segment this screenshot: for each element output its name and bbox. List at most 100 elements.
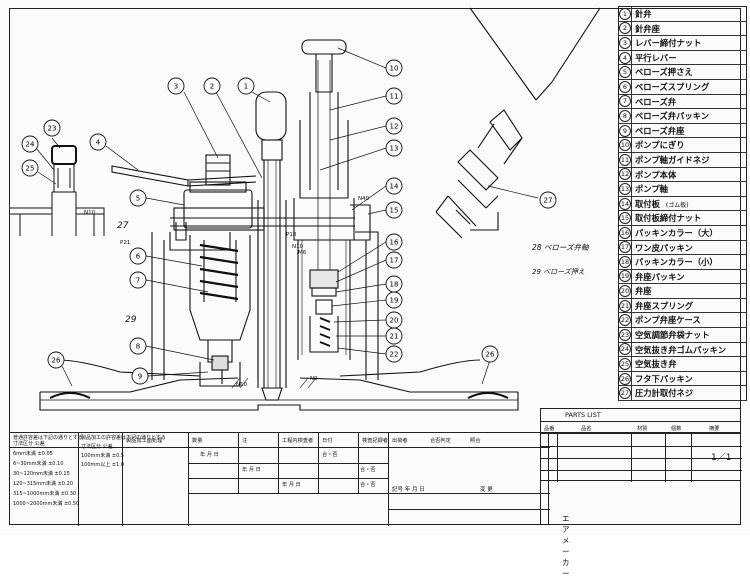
part-number: 10 (619, 139, 631, 152)
part-number: 22 (619, 314, 631, 327)
balloon-number: 21 (390, 333, 399, 341)
part-name: ベローズ押さえ (635, 67, 693, 78)
balloon-circle (47, 351, 65, 369)
part-number: 21 (619, 299, 631, 312)
balloon-circle (129, 189, 147, 207)
title-grid: 1／1 (540, 433, 742, 482)
balloon-number: 4 (96, 139, 101, 147)
pressure-gauge-detail (435, 7, 601, 239)
note-n10-pump: N10 (292, 244, 304, 250)
balloon-circle (385, 233, 403, 251)
assembly-drawing: P21 P18 N10 N10 N40 N10 N9 M6 27 29 28 ベ… (10, 7, 601, 411)
part-name: 取付板(ゴム板) (635, 198, 689, 209)
balloon-circle (539, 191, 557, 209)
part-number-cell: 14 (619, 196, 632, 211)
part-number-cell: 4 (619, 50, 632, 65)
part-number: 4 (619, 51, 631, 64)
part-name: レバー締付ナット (635, 38, 702, 49)
part-number-cell: 18 (619, 255, 632, 269)
part-number: 17 (619, 241, 631, 254)
inspection-header: 製品加工面処理 (126, 438, 163, 444)
inspection-cell: 合・否 (322, 452, 338, 458)
part-number-cell: 21 (619, 298, 632, 313)
balloon-circle (89, 133, 107, 151)
part-number: 12 (619, 168, 631, 181)
part-number-cell: 13 (619, 182, 632, 196)
part-name: 圧力計取付ネジ (635, 388, 694, 399)
handwritten-notes: 27 29 28 ベローズ弁軸 29 ベローズ押え (117, 221, 590, 325)
part-name: 空気抜き弁 (635, 359, 677, 370)
part-number-cell: 22 (619, 313, 632, 328)
balloon-circle (131, 367, 149, 385)
balloon-number: 23 (48, 125, 57, 133)
title-header-row: 品番 品名 材質 個数 摘要 (540, 421, 741, 433)
assembly-lines (39, 39, 519, 411)
part-number: 8 (619, 109, 631, 122)
inspection-cell: 合・否 (360, 467, 376, 473)
part-name: ベローズ弁パッキン (635, 111, 710, 122)
balloon-number: 24 (26, 141, 35, 149)
note-n9: N9 (310, 376, 318, 382)
drawing-sheet: P21 P18 N10 N10 N40 N10 N9 M6 27 29 28 ベ… (9, 6, 747, 578)
part-number-cell: 15 (619, 211, 632, 225)
part-number-cell: 17 (619, 240, 632, 255)
part-number-cell: 1 (619, 7, 632, 21)
part-name: 針弁 (635, 9, 652, 19)
part-name: 空気抜き弁ゴムパッキン (635, 344, 727, 355)
balloon-number: 5 (136, 195, 140, 203)
part-name: フタ下パッキン (635, 373, 693, 384)
balloon-number: 9 (138, 373, 142, 381)
inspection-cell: 年 月 日 (200, 452, 219, 458)
part-number: 16 (619, 226, 631, 239)
part-number: 13 (619, 182, 631, 195)
parts-list-row: 8 ベローズ弁パッキン (619, 109, 747, 124)
balloon-circle (385, 87, 403, 105)
note-n10-base: N10 (236, 382, 248, 388)
balloon-circle (385, 59, 403, 77)
part-name: ベローズスプリング (635, 81, 710, 92)
note-p18: P18 (286, 232, 297, 238)
note-n10-detail: N10 (84, 210, 96, 216)
parts-list-label: PARTS LIST (565, 411, 601, 419)
part-name: ベローズ弁 (635, 96, 677, 107)
part-number-cell: 27 (619, 386, 632, 401)
part-number-cell: 5 (619, 65, 632, 79)
part-number-cell: 19 (619, 269, 632, 284)
balloon-number: 3 (174, 83, 178, 91)
balloon-circle (385, 139, 403, 157)
inspection-cell: 年 月 日 (282, 482, 301, 488)
balloon-number: 26 (486, 351, 495, 359)
inspection-header: 数量 (192, 438, 203, 444)
inspection-header: 合否判定 (430, 438, 451, 444)
balloon-number: 25 (26, 165, 35, 173)
part-number-cell: 3 (619, 36, 632, 50)
tolerance-row: 120~315mm未満 ±0.20 (13, 481, 73, 487)
part-number-cell: 10 (619, 138, 632, 152)
inspection-header: 注 (242, 438, 248, 444)
part-note: (ゴム板) (665, 201, 689, 209)
hw-balloon-29: 29 (125, 315, 137, 325)
inspection-header: 日付 (322, 438, 333, 444)
col-note: 摘要 (709, 426, 720, 432)
surface-row: 100mm以上 ±1.0 (81, 462, 125, 468)
part-number-cell: 2 (619, 21, 632, 36)
part-number: 26 (619, 372, 631, 385)
col-material: 材質 (637, 426, 648, 432)
note-n40: N40 (358, 196, 370, 202)
part-name: 弁座スプリング (635, 300, 694, 311)
